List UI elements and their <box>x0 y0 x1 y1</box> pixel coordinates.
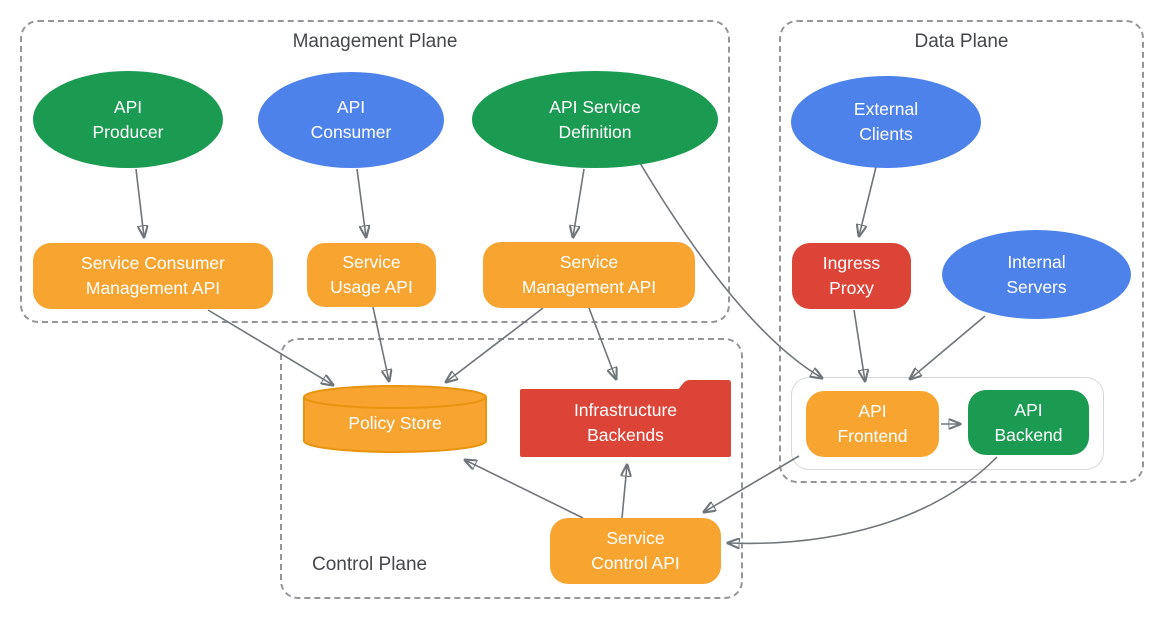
node-label-line: API <box>113 96 143 117</box>
node-label-line: Service <box>606 528 665 548</box>
node-label-line: Frontend <box>837 426 908 446</box>
node-service-consumer-management-api: Service Consumer Management API <box>33 243 273 309</box>
node-label-line: Consumer <box>310 122 392 142</box>
database-cylinder-icon <box>303 385 487 453</box>
node-label-line: API <box>336 97 366 117</box>
node-label-line: Usage API <box>330 277 413 297</box>
node-label-line: Backend <box>994 424 1063 445</box>
node-label-line: External <box>853 99 919 119</box>
node-label-line: API Service <box>549 96 641 117</box>
node-label-line: Clients <box>859 124 913 144</box>
folder-icon <box>520 380 731 457</box>
node-label-line: Proxy <box>829 278 874 298</box>
node-api-consumer: API Consumer <box>258 72 444 168</box>
node-label-line: API <box>1014 399 1043 420</box>
node-internal-servers: Internal Servers <box>942 230 1131 319</box>
node-policy-store: Policy Store <box>302 384 488 454</box>
node-external-clients: External Clients <box>791 76 981 168</box>
node-infrastructure-backends: Infrastructure Backends <box>520 380 731 457</box>
node-label-line: Servers <box>1006 276 1067 297</box>
node-label-line: Service <box>342 252 401 272</box>
management-plane-label: Management Plane <box>292 31 458 52</box>
node-label-line: Policy Store <box>348 412 442 433</box>
node-label-line: Service Consumer <box>81 253 225 273</box>
node-api-frontend: API Frontend <box>806 391 939 457</box>
node-label-line: Control API <box>591 553 680 573</box>
node-label-line: Infrastructure <box>573 400 678 420</box>
node-label-line: Producer <box>92 121 164 142</box>
node-label-line: Internal <box>1007 251 1066 272</box>
node-label-line: API <box>858 401 887 421</box>
node-label-line: Management API <box>85 278 221 298</box>
node-api-producer: API Producer <box>33 71 223 168</box>
node-label-line: Management API <box>521 277 657 297</box>
control-plane-label: Control Plane <box>312 554 428 575</box>
node-api-backend: API Backend <box>968 390 1089 455</box>
node-api-service-definition: API Service Definition <box>472 71 718 168</box>
data-plane-label: Data Plane <box>914 31 1009 52</box>
node-service-control-api: Service Control API <box>550 518 721 584</box>
node-label-line: Definition <box>558 121 632 142</box>
node-service-usage-api: Service Usage API <box>307 243 436 307</box>
node-ingress-proxy: Ingress Proxy <box>792 243 911 309</box>
node-label-line: Ingress <box>822 253 881 273</box>
node-label-line: Backends <box>587 425 664 445</box>
node-label-line: Service <box>559 252 619 272</box>
node-service-management-api: Service Management API <box>483 242 695 308</box>
